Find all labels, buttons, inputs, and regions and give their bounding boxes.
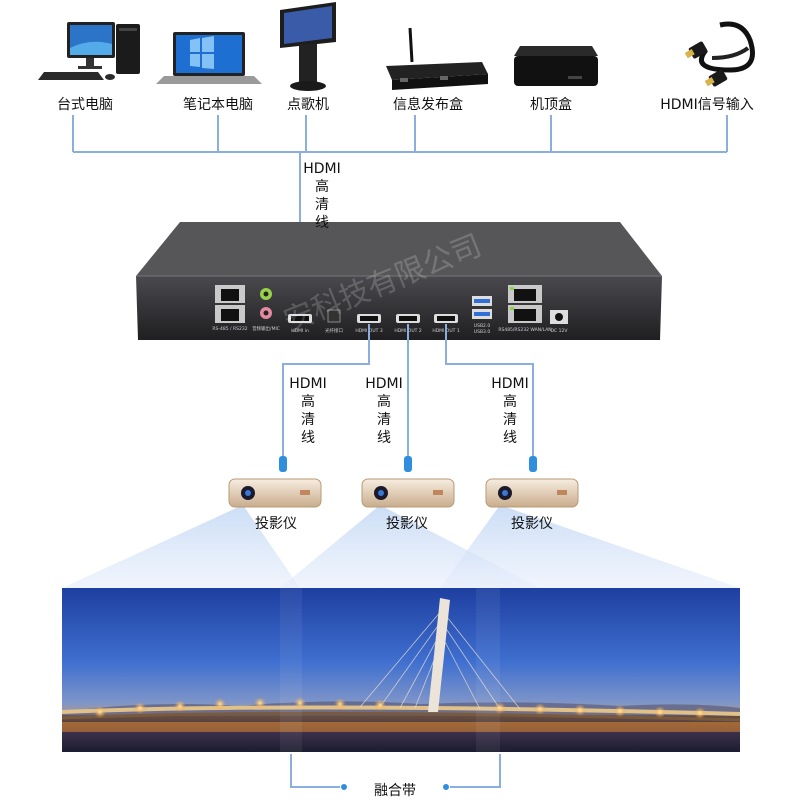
port-label-usb2: USB3.0 [474, 329, 491, 335]
blend-dot-left [341, 784, 347, 790]
hdmi-cable-icon [684, 21, 755, 87]
blend-bracket [290, 754, 501, 788]
output-cable-char: 清 [377, 412, 391, 428]
output-cable-type: HDMI [289, 376, 327, 392]
input-cable-char: 清 [315, 197, 329, 213]
karaoke-kiosk-icon [280, 2, 336, 91]
blend-dot-right [443, 784, 449, 790]
port-label-lan: RS485/RS232 WAN/LAN [498, 327, 551, 333]
output-cable-type: HDMI [491, 376, 529, 392]
projector-left [228, 478, 322, 508]
desktop-computer-icon [38, 22, 140, 80]
output-cable-char: 线 [503, 430, 517, 446]
port-label-audio: 音频输出/MIC [252, 325, 280, 332]
output-cable-label-3: HDMI 高 清 线 [490, 375, 530, 447]
port-label-left: RS-485 / RS232 [212, 326, 247, 332]
output-cable-char: 高 [301, 394, 315, 410]
blend-zone-label: 融合带 [368, 780, 422, 800]
output-cable-label-2: HDMI 高 清 线 [364, 375, 404, 447]
cable-connectors [279, 456, 537, 472]
source-label-info-box: 信息发布盒 [393, 97, 463, 113]
port-label-dc: DC 12V [551, 328, 569, 334]
output-cable-char: 高 [377, 394, 391, 410]
output-cable-type: HDMI [365, 376, 403, 392]
source-label-set-top-box: 机顶盒 [530, 97, 572, 113]
source-bus [72, 115, 728, 153]
panoramic-screen [61, 588, 741, 752]
input-cable-label: HDMI 高 清 线 [302, 160, 342, 232]
projector-label-center: 投影仪 [386, 516, 428, 532]
media-player-box-icon [386, 27, 488, 90]
source-label-karaoke: 点歌机 [287, 97, 329, 113]
output-cable-char: 高 [503, 394, 517, 410]
port-label-usb1: USB2.0 [474, 323, 491, 329]
source-label-laptop: 笔记本电脑 [183, 97, 253, 113]
output-cable-char: 线 [377, 430, 391, 446]
set-top-box-icon [514, 46, 598, 86]
device-ports [215, 285, 568, 324]
output-cable-char: 清 [503, 412, 517, 428]
output-cable-char: 线 [301, 430, 315, 446]
output-cable-char: 清 [301, 412, 315, 428]
input-cable-char: 线 [315, 215, 329, 231]
output-cable-lines [282, 324, 534, 462]
output-cable-label-1: HDMI 高 清 线 [288, 375, 328, 447]
source-label-hdmi-input: HDMI信号输入 [660, 97, 754, 113]
projection-beams [62, 505, 740, 588]
input-cable-type: HDMI [303, 161, 341, 177]
projector-label-left: 投影仪 [255, 516, 297, 532]
projector-center [361, 478, 455, 508]
projector-right [485, 478, 579, 508]
laptop-icon [156, 32, 262, 84]
source-label-desktop: 台式电脑 [57, 97, 113, 113]
port-label-hdmi-in: HDMI in [291, 328, 309, 334]
port-label-optical: 光纤接口 [325, 327, 343, 334]
projector-label-right: 投影仪 [511, 516, 553, 532]
input-cable-char: 高 [315, 179, 329, 195]
